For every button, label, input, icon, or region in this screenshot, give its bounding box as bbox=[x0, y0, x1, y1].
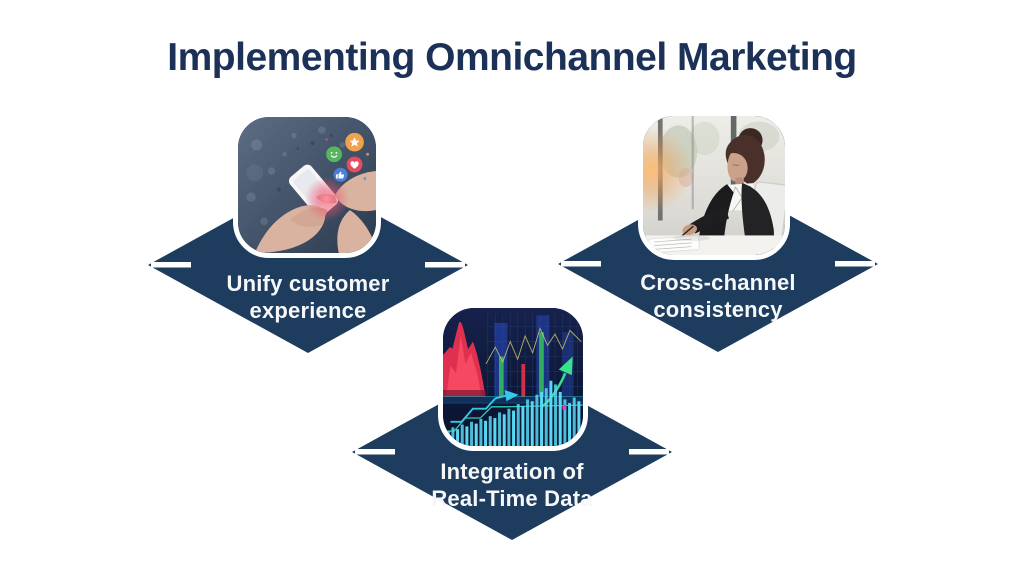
thumbs-up-icon bbox=[333, 167, 348, 182]
photo-woman-writing-desk bbox=[638, 111, 790, 260]
phone-social-reactions-illustration bbox=[238, 117, 376, 253]
right-arrow-head bbox=[504, 390, 519, 402]
diamond-shape bbox=[352, 364, 672, 540]
label-line: Unify customer bbox=[226, 271, 390, 296]
magenta-marker bbox=[562, 404, 567, 410]
node-label-unify-customer-experience: Unify customer experience bbox=[148, 270, 468, 324]
sleeve-arm bbox=[689, 205, 729, 234]
face bbox=[727, 152, 748, 182]
notch-line-left bbox=[561, 261, 601, 267]
page-title: Implementing Omnichannel Marketing bbox=[167, 36, 857, 79]
label-line: consistency bbox=[653, 297, 783, 322]
node-label-integration-real-time-data: Integration of Real-Time Data bbox=[352, 458, 672, 512]
notch-line-left bbox=[355, 449, 395, 455]
notch-line-right bbox=[835, 261, 875, 267]
diamond-unify-customer-experience bbox=[148, 177, 468, 353]
photo-phone-social-reactions bbox=[233, 112, 381, 258]
neck bbox=[735, 177, 744, 186]
spark-glow bbox=[304, 176, 349, 222]
ascending-bar-chart bbox=[446, 380, 581, 446]
notch-line-left bbox=[151, 262, 191, 268]
diamond-shape bbox=[148, 177, 468, 353]
node-label-cross-channel-consistency: Cross-channel consistency bbox=[558, 269, 878, 323]
diamond-integration-real-time-data bbox=[352, 364, 672, 540]
label-line: Cross-channel bbox=[640, 270, 796, 295]
upper-line-chart bbox=[485, 327, 582, 365]
smiley-icon bbox=[326, 146, 342, 163]
desk bbox=[643, 235, 785, 255]
financial-charts-illustration bbox=[443, 308, 583, 446]
label-line: Integration of bbox=[440, 459, 584, 484]
red-mountain-chart bbox=[443, 321, 486, 400]
label-line: experience bbox=[249, 298, 367, 323]
notch-line-right bbox=[425, 262, 465, 268]
woman-writing-illustration bbox=[643, 116, 785, 255]
notch-line-right bbox=[629, 449, 669, 455]
sunlight-flare bbox=[643, 127, 694, 214]
mid-band bbox=[443, 396, 583, 404]
heart-icon bbox=[346, 156, 363, 173]
label-line: Real-Time Data bbox=[431, 486, 593, 511]
notebook-lines bbox=[654, 238, 692, 250]
reaction-bubbles bbox=[325, 132, 370, 182]
photo-financial-charts bbox=[438, 303, 588, 451]
star-icon bbox=[345, 132, 364, 152]
